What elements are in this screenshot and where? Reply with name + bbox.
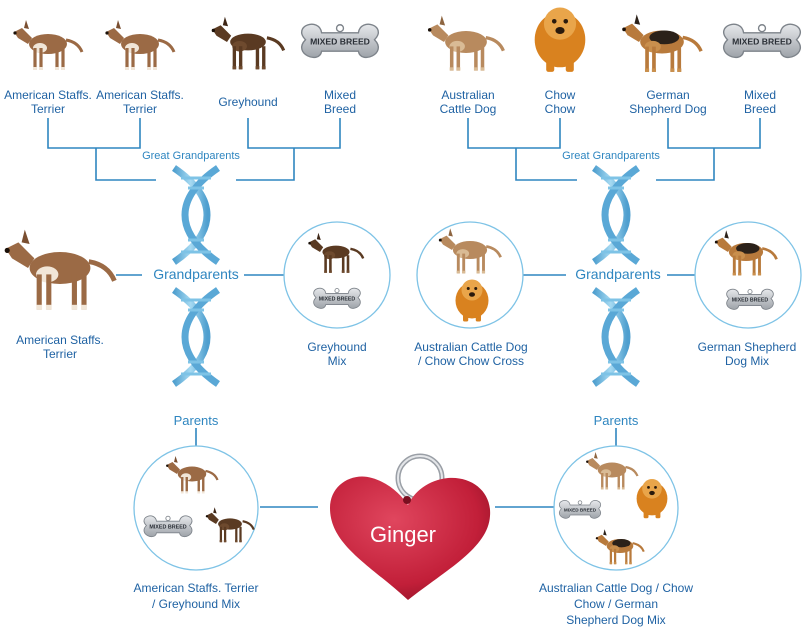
ggp-label-3: Greyhound	[218, 95, 278, 109]
tag-icons-layer: MIXED BREED MIXED BREED MIXED BREED MIXED B…	[143, 23, 801, 537]
staffy-dog-icon	[105, 20, 176, 70]
greyhound-dog-icon	[205, 507, 255, 543]
dna-helix-left	[172, 165, 220, 387]
mixed-breed-tag-icon: MIXED BREED	[559, 500, 601, 519]
connector-lines	[47, 118, 761, 508]
mixed-breed-tag-icon: MIXED BREED	[723, 23, 801, 58]
cattle-dog-icon	[586, 452, 639, 490]
german-shepherd-dog-icon	[595, 529, 645, 565]
parent-circles	[133, 445, 679, 571]
mixed-breed-tag-icon: MIXED BREED	[726, 288, 774, 310]
dna-helix-right	[592, 165, 640, 387]
great-grandparents-heading-left: Great Grandparents	[142, 150, 240, 162]
svg-text:MIXED BREED: MIXED BREED	[732, 297, 769, 303]
dog-name: Ginger	[369, 522, 437, 547]
german-shepherd-dog-icon	[622, 14, 703, 72]
greyhound-dog-icon	[308, 232, 365, 273]
grandparents-heading-left: Grandparents	[153, 266, 239, 282]
grandparent-circles	[283, 221, 802, 329]
svg-text:MIXED BREED: MIXED BREED	[310, 36, 370, 46]
ggp-label-1: American Staffs.Terrier	[4, 88, 92, 116]
ggp-label-2: American Staffs.Terrier	[96, 88, 184, 116]
chow-chow-dog-icon	[455, 279, 489, 322]
german-shepherd-dog-icon	[714, 230, 778, 276]
cattle-dog-icon	[427, 15, 505, 71]
staffy-dog-icon	[13, 20, 84, 70]
mixed-breed-tag-icon: MIXED BREED	[143, 515, 193, 537]
chow-chow-dog-icon	[534, 7, 586, 72]
svg-text:MIXED BREED: MIXED BREED	[732, 36, 792, 46]
parents-heading-right: Parents	[593, 413, 639, 428]
great-grandparents-heading-right: Great Grandparents	[562, 150, 660, 162]
gp-label-1: American Staffs.Terrier	[16, 333, 104, 361]
ginger-heart-tag	[330, 453, 491, 600]
staffy-dog-icon	[4, 229, 117, 310]
svg-text:MIXED BREED: MIXED BREED	[149, 524, 186, 530]
mixed-breed-tag-icon: MIXED BREED	[313, 287, 361, 309]
cattle-dog-icon	[438, 228, 502, 274]
dog-icons-layer	[4, 7, 778, 565]
parent-label-left: American Staffs. Terrier/ Greyhound Mix	[133, 581, 259, 611]
gp-label-3: Australian Cattle Dog/ Chow Chow Cross	[414, 340, 528, 368]
greyhound-dog-icon	[211, 16, 286, 70]
chow-chow-dog-icon	[636, 479, 668, 519]
svg-text:MIXED BREED: MIXED BREED	[564, 507, 597, 512]
grandparents-heading-right: Grandparents	[575, 266, 661, 282]
mixed-breed-tag-icon: MIXED BREED	[301, 23, 379, 58]
parents-heading-left: Parents	[173, 413, 219, 428]
staffy-dog-icon	[166, 456, 219, 494]
svg-text:MIXED BREED: MIXED BREED	[319, 296, 356, 302]
